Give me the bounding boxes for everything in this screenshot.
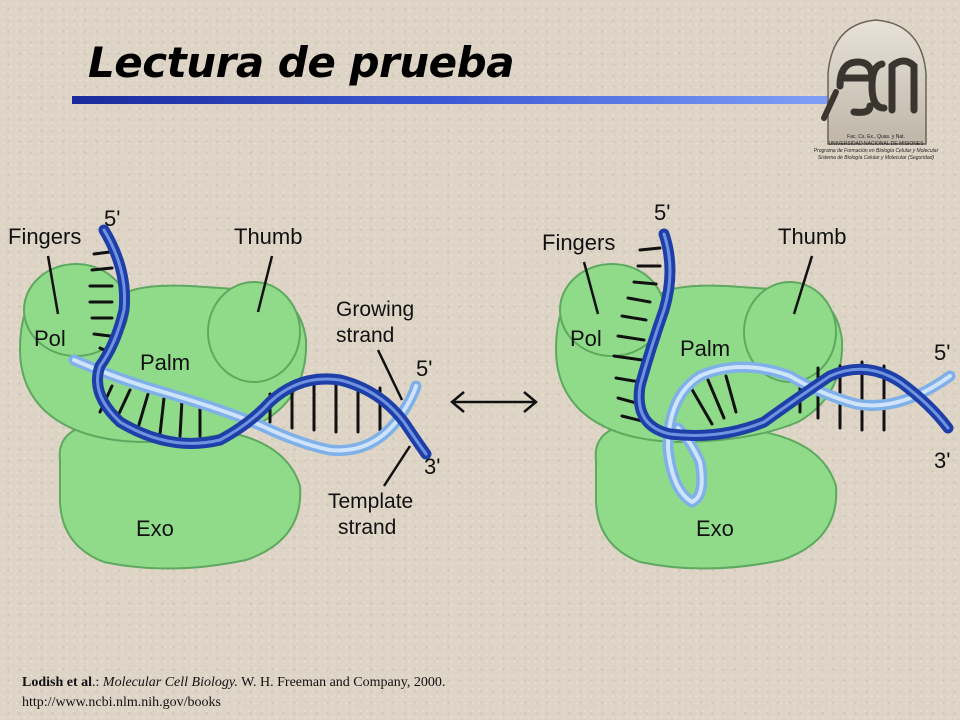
right-protein-body bbox=[554, 263, 844, 570]
right-thumb-label: Thumb bbox=[778, 224, 846, 249]
logo-caption-line: Fac. Cs. Ex., Quas. y Nat. bbox=[847, 134, 905, 140]
logo-mark bbox=[836, 57, 918, 116]
left-pol-label: Pol bbox=[34, 326, 66, 351]
right-three-prime-label: 3' bbox=[934, 448, 950, 473]
left-growing-strand-label-line2: strand bbox=[336, 324, 394, 347]
citation-publisher: W. H. Freeman and Company, 2000. bbox=[237, 675, 446, 690]
left-thumb-label: Thumb bbox=[234, 224, 302, 249]
left-template-strand-label-line2: strand bbox=[338, 516, 396, 539]
logo-caption-line: Programa de Formación en Biología Celula… bbox=[813, 148, 939, 154]
left-growing-strand-label-line1: Growing bbox=[336, 298, 414, 321]
right-exo-domain bbox=[594, 420, 838, 570]
left-three-prime-label: 3' bbox=[424, 454, 440, 479]
left-growing-strand-pointer bbox=[376, 349, 404, 401]
citation-url[interactable]: http://www.ncbi.nlm.nih.gov/books bbox=[22, 695, 221, 710]
right-fingers-pointer bbox=[582, 261, 600, 315]
left-protein-body bbox=[18, 263, 308, 570]
left-exo-label: Exo bbox=[136, 516, 174, 541]
left-fingers-label: Fingers bbox=[8, 224, 81, 249]
citation-separator: .: bbox=[92, 675, 103, 690]
source-citation: Lodish et al.: Molecular Cell Biology. W… bbox=[22, 673, 445, 713]
equilibrium-double-arrow bbox=[450, 391, 538, 413]
logo-caption: Fac. Cs. Ex., Quas. y Nat. UNIVERSIDAD N… bbox=[812, 134, 940, 162]
right-exo-label: Exo bbox=[696, 516, 734, 541]
left-template-strand-label-line1: Template bbox=[328, 490, 413, 513]
left-five-prime-top-label: 5' bbox=[104, 206, 120, 231]
logo-caption-line: Sistema de Biología Celular y Molecular … bbox=[817, 155, 935, 161]
left-five-prime-right-label: 5' bbox=[416, 356, 432, 381]
polymerase-proofreading-diagram: Pol Palm Exo Fingers Thumb bbox=[8, 200, 956, 570]
left-fingers-pointer bbox=[46, 255, 60, 315]
right-five-prime-top-label: 5' bbox=[654, 200, 670, 225]
logo-caption-line: UNIVERSIDAD NACIONAL DE MISIONES bbox=[828, 141, 924, 147]
right-five-prime-right-label: 5' bbox=[934, 340, 950, 365]
left-palm-label: Palm bbox=[140, 350, 190, 375]
left-template-strand-pointer bbox=[382, 445, 412, 487]
right-fingers-label: Fingers bbox=[542, 230, 615, 255]
right-polymerase: Pol Palm Exo Fingers Thumb bbox=[542, 200, 956, 570]
citation-authors: Lodish et al bbox=[22, 675, 93, 690]
title-underline-bar bbox=[72, 96, 917, 104]
right-thumb-pointer bbox=[792, 255, 814, 315]
right-palm-label: Palm bbox=[680, 336, 730, 361]
left-thumb-pointer bbox=[256, 255, 274, 313]
faculty-logo bbox=[821, 19, 927, 145]
right-pol-label: Pol bbox=[570, 326, 602, 351]
left-thumb-domain bbox=[207, 281, 301, 383]
left-polymerase: Pol Palm Exo Fingers Thumb bbox=[8, 206, 440, 570]
slide-title: Lectura de prueba bbox=[88, 38, 515, 87]
citation-book-title: Molecular Cell Biology. bbox=[102, 675, 238, 690]
